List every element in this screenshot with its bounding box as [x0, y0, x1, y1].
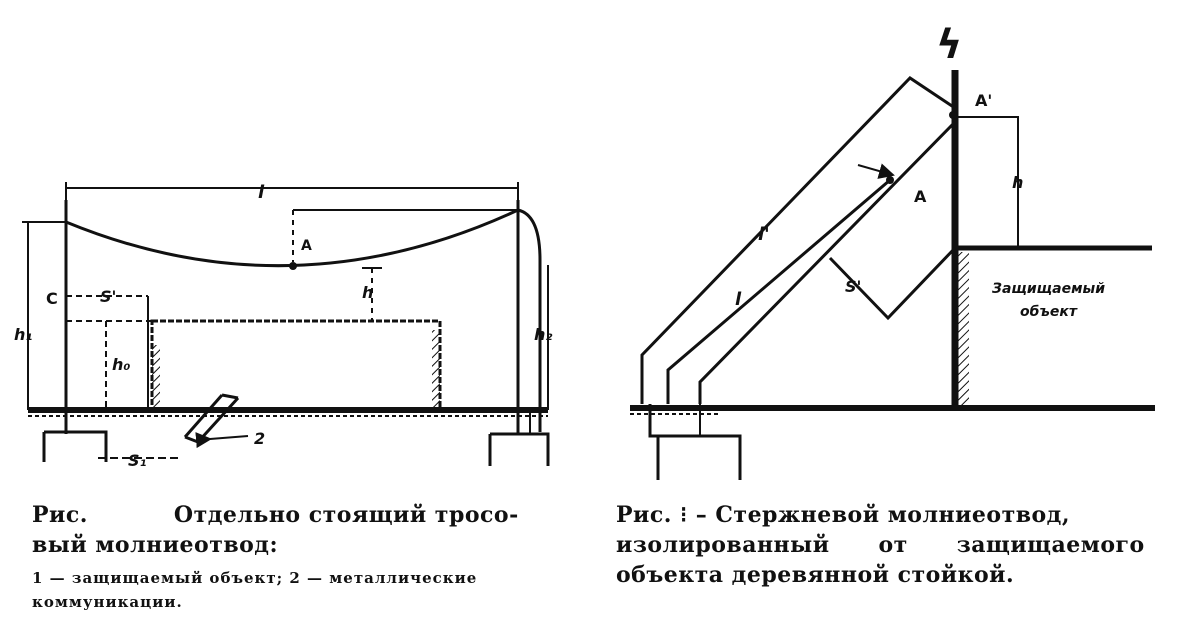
- right-figure: ϟ A' A l' l S' h Защищаемый объект: [630, 22, 1155, 480]
- label-h2: h₂: [534, 325, 552, 344]
- left-foundation: [42, 430, 108, 462]
- right-caption-prefix: Рис.: [616, 502, 672, 528]
- left-caption: Рис. Отдельно стоящий тросо- вый молниеот…: [32, 500, 592, 560]
- point-a: [886, 176, 894, 184]
- left-caption-title-1: Отдельно стоящий тросо-: [173, 502, 519, 528]
- left-caption-line1: Рис. Отдельно стоящий тросо-: [32, 500, 592, 530]
- left-caption-note2: коммуникации.: [32, 593, 183, 611]
- label-a: A: [914, 187, 927, 206]
- right-foundation-base: [648, 404, 742, 480]
- left-point-a: [289, 262, 297, 270]
- left-caption-note1: 1 — защищаемый объект; 2 — металлические: [32, 569, 478, 587]
- right-h-dimension: [955, 116, 1019, 248]
- label-s1: S₁: [128, 451, 147, 470]
- right-foundation: [488, 432, 550, 466]
- label-h-right: h: [1012, 173, 1023, 192]
- point-a-prime: [949, 111, 957, 119]
- diagram-drawing: l A C S' h h₁ h₀ h₂ S₁ 2: [14, 22, 1155, 480]
- label-h: h: [362, 283, 373, 302]
- label-point-a: A: [301, 238, 312, 254]
- right-caption-mid: ⁝ –: [680, 502, 708, 528]
- right-caption-line1: Рис. ⁝ – Стержневой молниеотвод,: [616, 500, 1161, 530]
- label-h0: h₀: [112, 355, 130, 374]
- label-s-prime: S': [100, 287, 116, 306]
- label-l-prime: l': [758, 224, 770, 245]
- label-a-prime: A': [975, 91, 992, 110]
- label-l: l: [735, 289, 742, 310]
- diagonal-supports: [640, 76, 957, 404]
- lightning-icon: ϟ: [936, 22, 962, 68]
- protected-object: [150, 319, 442, 413]
- label-c: C: [46, 289, 58, 308]
- left-caption-notes: 1 — защищаемый объект; 2 — металлические…: [32, 566, 592, 614]
- left-figure: l A C S' h h₁ h₀ h₂ S₁ 2: [14, 182, 552, 470]
- down-conductor: [517, 208, 542, 432]
- right-caption-title-1: Стержневой молниеотвод,: [715, 502, 1070, 528]
- label-2: 2: [254, 429, 265, 448]
- left-caption-line2: вый молниеотвод:: [32, 532, 279, 558]
- label-h1: h₁: [14, 325, 32, 344]
- lightning-cable: [65, 208, 519, 268]
- right-caption-line2: изолированный от защищаемого: [616, 532, 1145, 558]
- metal-communications: [183, 393, 249, 449]
- right-caption: Рис. ⁝ – Стержневой молниеотвод, изолиро…: [616, 500, 1161, 590]
- label-s-prime-right: S': [845, 277, 861, 296]
- left-caption-prefix: Рис.: [32, 502, 88, 528]
- label-l: l: [258, 182, 265, 203]
- label-object-2: объект: [1020, 304, 1078, 320]
- right-caption-line3: объекта деревянной стойкой.: [616, 562, 1015, 588]
- label-object-1: Защищаемый: [992, 281, 1105, 297]
